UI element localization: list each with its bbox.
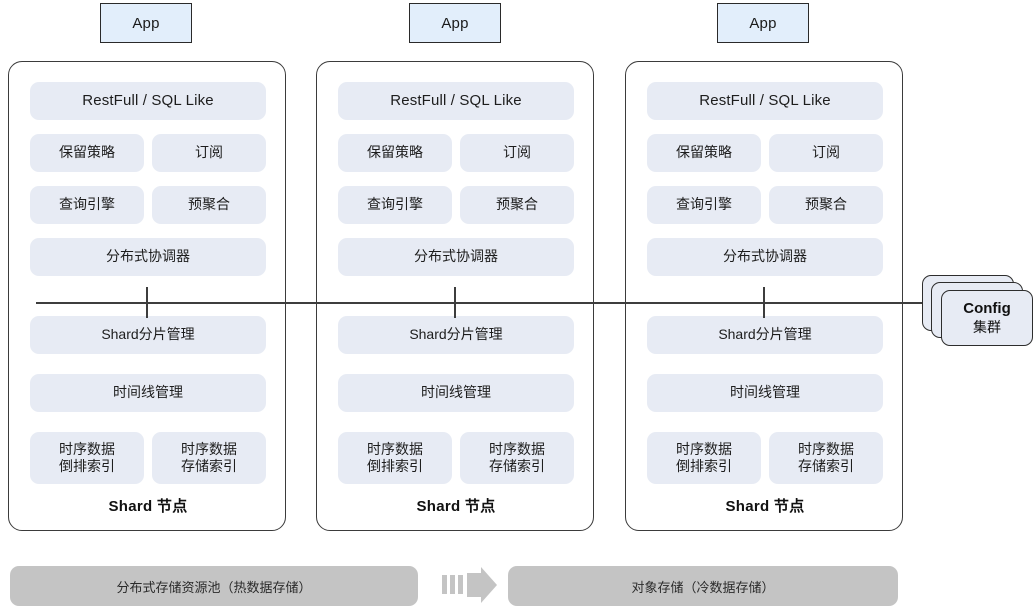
storage-index-line1: 时序数据 <box>489 440 545 457</box>
pre-aggregation-pill[interactable]: 预聚合 <box>769 186 883 224</box>
inverted-index-pill[interactable]: 时序数据 倒排索引 <box>338 432 452 484</box>
timeline-management-pill[interactable]: 时间线管理 <box>30 374 266 412</box>
api-layer-pill[interactable]: RestFull / SQL Like <box>338 82 574 120</box>
node-2-bus-connector <box>454 287 456 318</box>
app-box-label: App <box>749 14 777 32</box>
retention-policy-pill[interactable]: 保留策略 <box>338 134 452 172</box>
node-1-bus-connector <box>146 287 148 318</box>
query-engine-pill[interactable]: 查询引擎 <box>647 186 761 224</box>
shard-node-title: Shard 节点 <box>416 498 496 515</box>
feature-row-a: 保留策略 订阅 <box>338 134 574 172</box>
config-cluster-title: Config <box>963 300 1011 318</box>
index-row: 时序数据 倒排索引 时序数据 存储索引 <box>338 432 574 484</box>
feature-row-b: 查询引擎 预聚合 <box>338 186 574 224</box>
subscription-pill[interactable]: 订阅 <box>152 134 266 172</box>
app-box-label: App <box>441 14 469 32</box>
shard-node-card-3[interactable]: RestFull / SQL Like 保留策略 订阅 查询引擎 预聚合 分布式… <box>625 61 903 531</box>
distributed-coordinator-pill[interactable]: 分布式协调器 <box>30 238 266 276</box>
inverted-index-pill[interactable]: 时序数据 倒排索引 <box>30 432 144 484</box>
app-box-2[interactable]: App <box>409 3 501 43</box>
storage-index-line1: 时序数据 <box>798 440 854 457</box>
api-layer-pill[interactable]: RestFull / SQL Like <box>647 82 883 120</box>
pre-aggregation-pill[interactable]: 预聚合 <box>460 186 574 224</box>
feature-row-b: 查询引擎 预聚合 <box>30 186 266 224</box>
feature-row-a: 保留策略 订阅 <box>647 134 883 172</box>
storage-index-pill[interactable]: 时序数据 存储索引 <box>769 432 883 484</box>
distributed-coordinator-pill[interactable]: 分布式协调器 <box>338 238 574 276</box>
pre-aggregation-pill[interactable]: 预聚合 <box>152 186 266 224</box>
shard-management-pill[interactable]: Shard分片管理 <box>647 316 883 354</box>
inverted-index-line1: 时序数据 <box>676 440 732 457</box>
inverted-index-line1: 时序数据 <box>367 440 423 457</box>
subscription-pill[interactable]: 订阅 <box>769 134 883 172</box>
timeline-management-pill[interactable]: 时间线管理 <box>338 374 574 412</box>
config-cluster-card-front[interactable]: Config 集群 <box>941 290 1033 346</box>
query-engine-pill[interactable]: 查询引擎 <box>30 186 144 224</box>
hot-storage-bar[interactable]: 分布式存储资源池（热数据存储） <box>10 566 418 606</box>
shard-node-card-1[interactable]: RestFull / SQL Like 保留策略 订阅 查询引擎 预聚合 分布式… <box>8 61 286 531</box>
inverted-index-line2: 倒排索引 <box>59 458 115 474</box>
index-row: 时序数据 倒排索引 时序数据 存储索引 <box>647 432 883 484</box>
shard-node-title: Shard 节点 <box>725 498 805 515</box>
storage-index-line2: 存储索引 <box>181 458 237 474</box>
storage-index-line2: 存储索引 <box>489 458 545 474</box>
cold-storage-label: 对象存储（冷数据存储） <box>631 579 775 595</box>
shard-node-title: Shard 节点 <box>108 498 188 515</box>
subscription-pill[interactable]: 订阅 <box>460 134 574 172</box>
storage-index-pill[interactable]: 时序数据 存储索引 <box>460 432 574 484</box>
shard-management-pill[interactable]: Shard分片管理 <box>30 316 266 354</box>
app-box-label: App <box>132 14 160 32</box>
index-row: 时序数据 倒排索引 时序数据 存储索引 <box>30 432 266 484</box>
storage-index-pill[interactable]: 时序数据 存储索引 <box>152 432 266 484</box>
inverted-index-pill[interactable]: 时序数据 倒排索引 <box>647 432 761 484</box>
storage-index-line2: 存储索引 <box>798 458 854 474</box>
retention-policy-pill[interactable]: 保留策略 <box>30 134 144 172</box>
inverted-index-line2: 倒排索引 <box>676 458 732 474</box>
app-box-1[interactable]: App <box>100 3 192 43</box>
app-box-3[interactable]: App <box>717 3 809 43</box>
storage-index-line1: 时序数据 <box>181 440 237 457</box>
shard-node-content: RestFull / SQL Like 保留策略 订阅 查询引擎 预聚合 分布式… <box>338 82 574 516</box>
shard-node-content: RestFull / SQL Like 保留策略 订阅 查询引擎 预聚合 分布式… <box>647 82 883 516</box>
node-3-bus-connector <box>763 287 765 318</box>
flow-arrow-right-icon <box>442 567 497 603</box>
feature-row-b: 查询引擎 预聚合 <box>647 186 883 224</box>
timeline-management-pill[interactable]: 时间线管理 <box>647 374 883 412</box>
distributed-coordinator-pill[interactable]: 分布式协调器 <box>647 238 883 276</box>
inverted-index-line1: 时序数据 <box>59 440 115 457</box>
shard-management-pill[interactable]: Shard分片管理 <box>338 316 574 354</box>
config-cluster-subtitle: 集群 <box>973 318 1001 335</box>
feature-row-a: 保留策略 订阅 <box>30 134 266 172</box>
retention-policy-pill[interactable]: 保留策略 <box>647 134 761 172</box>
api-layer-pill[interactable]: RestFull / SQL Like <box>30 82 266 120</box>
hot-storage-label: 分布式存储资源池（热数据存储） <box>116 579 312 595</box>
query-engine-pill[interactable]: 查询引擎 <box>338 186 452 224</box>
inverted-index-line2: 倒排索引 <box>367 458 423 474</box>
cold-storage-bar[interactable]: 对象存储（冷数据存储） <box>508 566 898 606</box>
cluster-bus-line <box>36 302 922 304</box>
shard-node-content: RestFull / SQL Like 保留策略 订阅 查询引擎 预聚合 分布式… <box>30 82 266 516</box>
